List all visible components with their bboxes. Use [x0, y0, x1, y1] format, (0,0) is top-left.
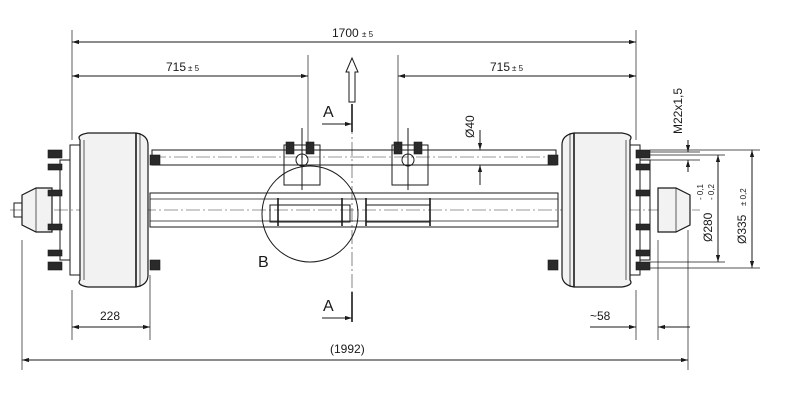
- bolt-circle-tol-upper: - 0,1: [696, 183, 705, 200]
- dim-right-offset: [397, 55, 636, 145]
- left-offset-tol: ± 5: [188, 64, 200, 73]
- right-spring-seat: [391, 128, 429, 190]
- hub-right-value: ~58: [590, 309, 611, 323]
- flange-dia-tol: ± 0,2: [739, 188, 748, 206]
- left-hub-cap: [13, 187, 53, 233]
- thread-value: M22x1,5: [671, 88, 685, 134]
- dim-flange-dia: [650, 149, 760, 269]
- bolt-circle-value: Ø280: [701, 212, 715, 242]
- detail-label: B: [258, 254, 269, 271]
- right-offset-value: 715: [490, 60, 510, 74]
- dim-thread: [650, 140, 700, 172]
- total-width-value: 1700: [332, 26, 359, 40]
- total-width-tol: ± 5: [362, 30, 374, 39]
- section-label-bottom: A: [323, 298, 334, 315]
- axle-beam: [149, 192, 559, 228]
- left-wheel-bolts: [47, 149, 161, 271]
- left-spring-seat: [283, 128, 321, 190]
- dim-hub-left: [71, 275, 151, 340]
- left-brake-drum: [59, 132, 149, 288]
- dim-hub-right: [590, 240, 690, 340]
- pipe-dia-value: Ø40: [463, 115, 477, 138]
- flange-dia-value: Ø335: [735, 214, 749, 244]
- dim-bolt-circle: [650, 154, 725, 263]
- direction-arrow: [345, 56, 359, 103]
- right-offset-tol: ± 5: [512, 64, 524, 73]
- overall-value: (1992): [330, 342, 365, 356]
- section-label-top: A: [323, 104, 334, 121]
- dim-overall: [21, 230, 689, 370]
- bolt-circle-tol-lower: - 0,2: [707, 183, 716, 200]
- left-offset-value: 715: [166, 60, 186, 74]
- dim-total-width: [71, 30, 637, 140]
- right-wheel-bolts: [547, 149, 651, 271]
- spring-clamps: [269, 198, 431, 226]
- dim-left-offset: [72, 55, 309, 145]
- detail-circle-b: [261, 165, 359, 263]
- right-brake-drum: [561, 132, 651, 288]
- hub-left-value: 228: [100, 309, 120, 323]
- brake-tube: [151, 149, 557, 166]
- right-hub-cap: [657, 187, 691, 233]
- section-line-a: [322, 104, 353, 322]
